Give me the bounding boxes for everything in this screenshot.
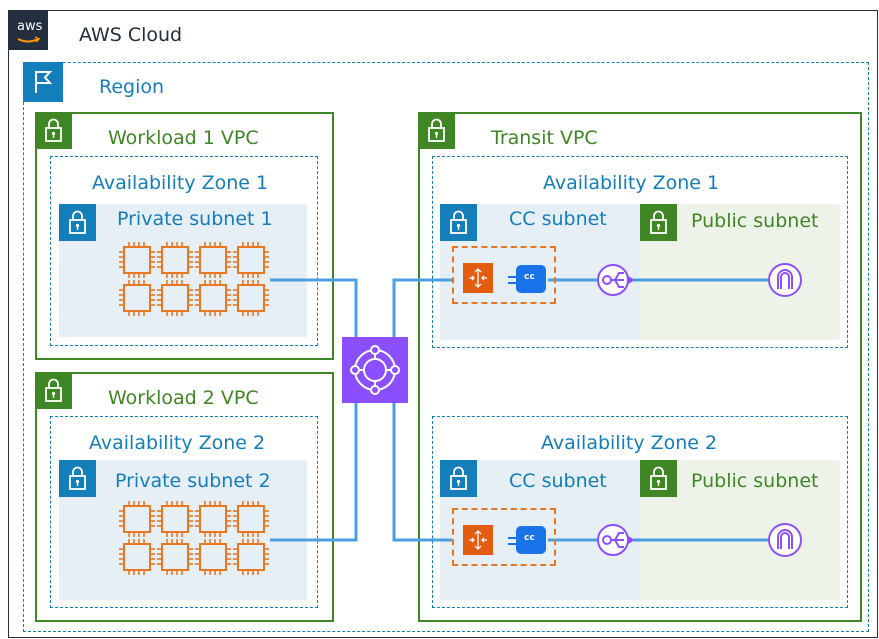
link-tgw-az2 xyxy=(392,402,452,542)
workload2-az xyxy=(50,416,318,608)
gateway-router-icon xyxy=(463,263,493,293)
private-subnet-1-label: Private subnet 1 xyxy=(117,208,273,230)
subnet-lock-icon xyxy=(640,204,677,241)
cc-badge-label: cc xyxy=(524,272,535,282)
ec2-instances-group-2 xyxy=(118,500,270,576)
gateway-router-icon xyxy=(463,525,493,555)
plug-connector-icon xyxy=(508,272,516,286)
link-workload2-tgw xyxy=(270,402,358,542)
transit-vpc xyxy=(418,112,862,622)
internet-gateway-icon xyxy=(767,262,803,298)
workload1-vpc-label: Workload 1 VPC xyxy=(108,127,259,149)
ec2-instance-icon xyxy=(157,280,193,316)
ec2-instance-icon xyxy=(233,280,269,316)
ec2-instance-icon xyxy=(195,280,231,316)
ec2-instance-icon xyxy=(233,501,269,537)
workload1-az-label: Availability Zone 1 xyxy=(92,172,269,194)
ec2-instance-icon xyxy=(119,539,155,575)
workload1-az xyxy=(50,156,318,346)
cc-subnet-1-label: CC subnet xyxy=(509,208,607,230)
subnet-lock-icon xyxy=(640,460,677,497)
ec2-instance-icon xyxy=(119,242,155,278)
internet-gateway-icon xyxy=(767,522,803,558)
subnet-lock-icon xyxy=(59,204,96,241)
load-balancer-icon xyxy=(596,522,636,558)
cloud-connector-icon: cc xyxy=(516,526,546,554)
ec2-instance-icon xyxy=(157,242,193,278)
ec2-instance-icon xyxy=(195,501,231,537)
workload2-vpc-label: Workload 2 VPC xyxy=(108,387,259,409)
transit-az1-label: Availability Zone 1 xyxy=(543,172,720,194)
transit-az2 xyxy=(432,416,848,608)
private-subnet-2 xyxy=(59,460,307,600)
transit-az1 xyxy=(432,156,848,348)
ec2-instance-icon xyxy=(195,242,231,278)
link-tgw-az1 xyxy=(392,278,452,342)
load-balancer-icon xyxy=(596,262,636,298)
transit-az2-label: Availability Zone 2 xyxy=(541,432,718,454)
region-group xyxy=(23,62,869,632)
vpc-lock-icon xyxy=(35,372,72,409)
subnet-lock-icon xyxy=(440,204,477,241)
aws-logo-text: aws xyxy=(17,19,43,34)
workload1-vpc xyxy=(35,112,334,360)
aws-logo: aws xyxy=(8,10,48,50)
plug-connector-icon xyxy=(508,533,516,547)
cc-badge-label: cc xyxy=(524,533,535,543)
public-subnet-2-label: Public subnet xyxy=(691,470,819,492)
vpc-lock-icon xyxy=(418,112,455,149)
ec2-instance-icon xyxy=(233,242,269,278)
public-subnet-1-label: Public subnet xyxy=(691,210,819,232)
aws-cloud-label: AWS Cloud xyxy=(79,24,183,46)
aws-cloud-group xyxy=(8,10,878,638)
region-label: Region xyxy=(99,76,165,98)
ec2-instance-icon xyxy=(119,501,155,537)
vpc-lock-icon xyxy=(35,112,72,149)
subnet-lock-icon xyxy=(440,460,477,497)
transit-gateway-icon xyxy=(342,337,408,403)
ec2-instances-group-1 xyxy=(118,241,270,317)
ec2-instance-icon xyxy=(233,539,269,575)
ec2-instance-icon xyxy=(119,280,155,316)
private-subnet-2-label: Private subnet 2 xyxy=(115,470,271,492)
cloud-connector-group-2 xyxy=(452,508,556,566)
ec2-instance-icon xyxy=(195,539,231,575)
workload2-vpc xyxy=(35,372,334,622)
cc-subnet-2-label: CC subnet xyxy=(509,470,607,492)
cloud-connector-group-1 xyxy=(452,246,556,304)
subnet-lock-icon xyxy=(59,460,96,497)
ec2-instance-icon xyxy=(157,501,193,537)
private-subnet-1 xyxy=(59,204,307,337)
region-flag-icon xyxy=(23,62,63,102)
link-workload1-tgw xyxy=(270,278,358,342)
workload2-az-label: Availability Zone 2 xyxy=(89,432,266,454)
cloud-connector-icon: cc xyxy=(516,265,546,293)
transit-vpc-label: Transit VPC xyxy=(491,127,598,149)
ec2-instance-icon xyxy=(157,539,193,575)
